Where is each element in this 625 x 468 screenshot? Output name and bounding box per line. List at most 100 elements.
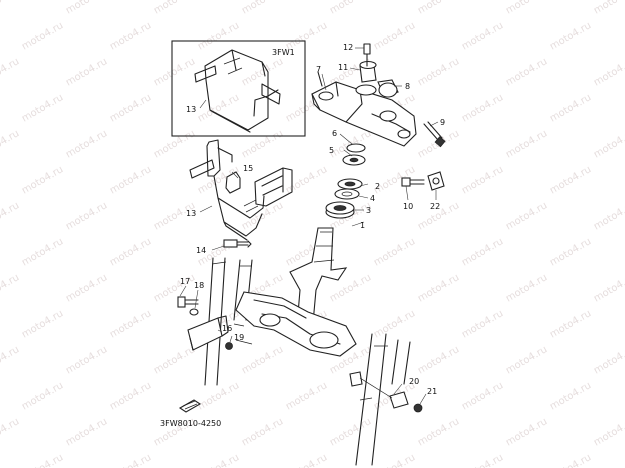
bolt-17 (177, 296, 199, 308)
watermark-text: moto4.ru (108, 236, 153, 268)
watermark-text: moto4.ru (0, 272, 21, 304)
watermark-text: moto4.ru (152, 0, 197, 17)
callout-21: 21 (427, 387, 437, 396)
watermark-text: moto4.ru (372, 308, 417, 340)
watermark-text: moto4.ru (108, 20, 153, 52)
inset-label: 3FW1 (272, 48, 295, 57)
watermark-text: moto4.ru (0, 200, 21, 232)
label-tag (178, 399, 202, 413)
watermark-text: moto4.ru (548, 20, 593, 52)
watermark-text: moto4.ru (504, 416, 549, 448)
watermark-text: moto4.ru (284, 452, 329, 468)
watermark-text: moto4.ru (372, 20, 417, 52)
watermark-text: moto4.ru (20, 92, 65, 124)
watermark-text: moto4.ru (152, 56, 197, 88)
callout-17: 17 (180, 277, 190, 286)
watermark-text: moto4.ru (592, 200, 625, 232)
bearing-stack (325, 143, 366, 219)
callout-8: 8 (405, 82, 410, 91)
watermark-text: moto4.ru (20, 20, 65, 52)
watermark-text: moto4.ru (64, 56, 109, 88)
watermark-text: moto4.ru (548, 92, 593, 124)
watermark-text: moto4.ru (372, 452, 417, 468)
watermark-text: moto4.ru (64, 0, 109, 17)
watermark-text: moto4.ru (152, 344, 197, 376)
watermark-text: moto4.ru (152, 128, 197, 160)
watermark-text: moto4.ru (548, 452, 593, 468)
steering-stem (235, 227, 357, 357)
bolt-9 (423, 121, 446, 148)
watermark-text: moto4.ru (460, 236, 505, 268)
inset-frame (171, 40, 306, 137)
bracket-20 (349, 371, 409, 409)
watermark-text: moto4.ru (0, 344, 21, 376)
watermark-text: moto4.ru (64, 272, 109, 304)
watermark-text: moto4.ru (108, 452, 153, 468)
watermark-text: moto4.ru (592, 128, 625, 160)
watermark-text: moto4.ru (284, 380, 329, 412)
watermark-text: moto4.ru (592, 56, 625, 88)
watermark-text: moto4.ru (0, 128, 21, 160)
watermark-text: moto4.ru (372, 236, 417, 268)
upper-bracket (311, 43, 417, 147)
washer-18 (189, 308, 199, 316)
watermark-text: moto4.ru (416, 56, 461, 88)
watermark-text: moto4.ru (20, 236, 65, 268)
nut-19 (225, 342, 233, 350)
callout-18: 18 (194, 281, 204, 290)
bolt-21 (413, 403, 423, 413)
watermark-text: moto4.ru (240, 344, 285, 376)
callout-2: 2 (375, 182, 380, 191)
callout-15: 15 (243, 164, 253, 173)
callout-14: 14 (196, 246, 206, 255)
watermark-text: moto4.ru (460, 92, 505, 124)
bolt-10 (401, 177, 425, 187)
callout-20: 20 (409, 377, 419, 386)
watermark-text: moto4.ru (504, 200, 549, 232)
callout-6: 6 (332, 129, 337, 138)
watermark-text: moto4.ru (548, 308, 593, 340)
watermark-text: moto4.ru (20, 380, 65, 412)
callout-13-inset: 13 (186, 105, 196, 114)
watermark-text: moto4.ru (460, 380, 505, 412)
callout-4: 4 (370, 194, 375, 203)
right-fork-tubes (355, 333, 411, 466)
callout-22: 22 (430, 202, 440, 211)
watermark-text: moto4.ru (20, 308, 65, 340)
leader-lines (179, 47, 439, 405)
watermark-text: moto4.ru (592, 272, 625, 304)
watermark-text: moto4.ru (108, 164, 153, 196)
bolt-14 (223, 239, 252, 248)
watermark-text: moto4.ru (20, 452, 65, 468)
watermark-text: moto4.ru (460, 20, 505, 52)
watermark-text: moto4.ru (196, 380, 241, 412)
watermark-text: moto4.ru (460, 164, 505, 196)
fork-clamp-16 (187, 315, 229, 351)
watermark-text: moto4.ru (504, 272, 549, 304)
watermark-text: moto4.ru (108, 92, 153, 124)
callout-5: 5 (329, 146, 334, 155)
watermark-text: moto4.ru (416, 272, 461, 304)
watermark-text: moto4.ru (20, 164, 65, 196)
watermark-text: moto4.ru (328, 416, 373, 448)
watermark-text: moto4.ru (64, 416, 109, 448)
watermark-text: moto4.ru (0, 56, 21, 88)
callout-19: 19 (234, 333, 244, 342)
watermark-text: moto4.ru (460, 308, 505, 340)
watermark-text: moto4.ru (416, 344, 461, 376)
watermark-text: moto4.ru (240, 128, 285, 160)
watermark-text: moto4.ru (416, 416, 461, 448)
watermark-text: moto4.ru (64, 128, 109, 160)
watermark-text: moto4.ru (592, 416, 625, 448)
watermark-text: moto4.ru (64, 344, 109, 376)
callout-1: 1 (360, 221, 365, 230)
watermark-text: moto4.ru (504, 344, 549, 376)
watermark-text: moto4.ru (108, 380, 153, 412)
watermark-text: moto4.ru (284, 164, 329, 196)
watermark-text: moto4.ru (196, 20, 241, 52)
callout-3: 3 (366, 206, 371, 215)
callout-11: 11 (338, 63, 348, 72)
